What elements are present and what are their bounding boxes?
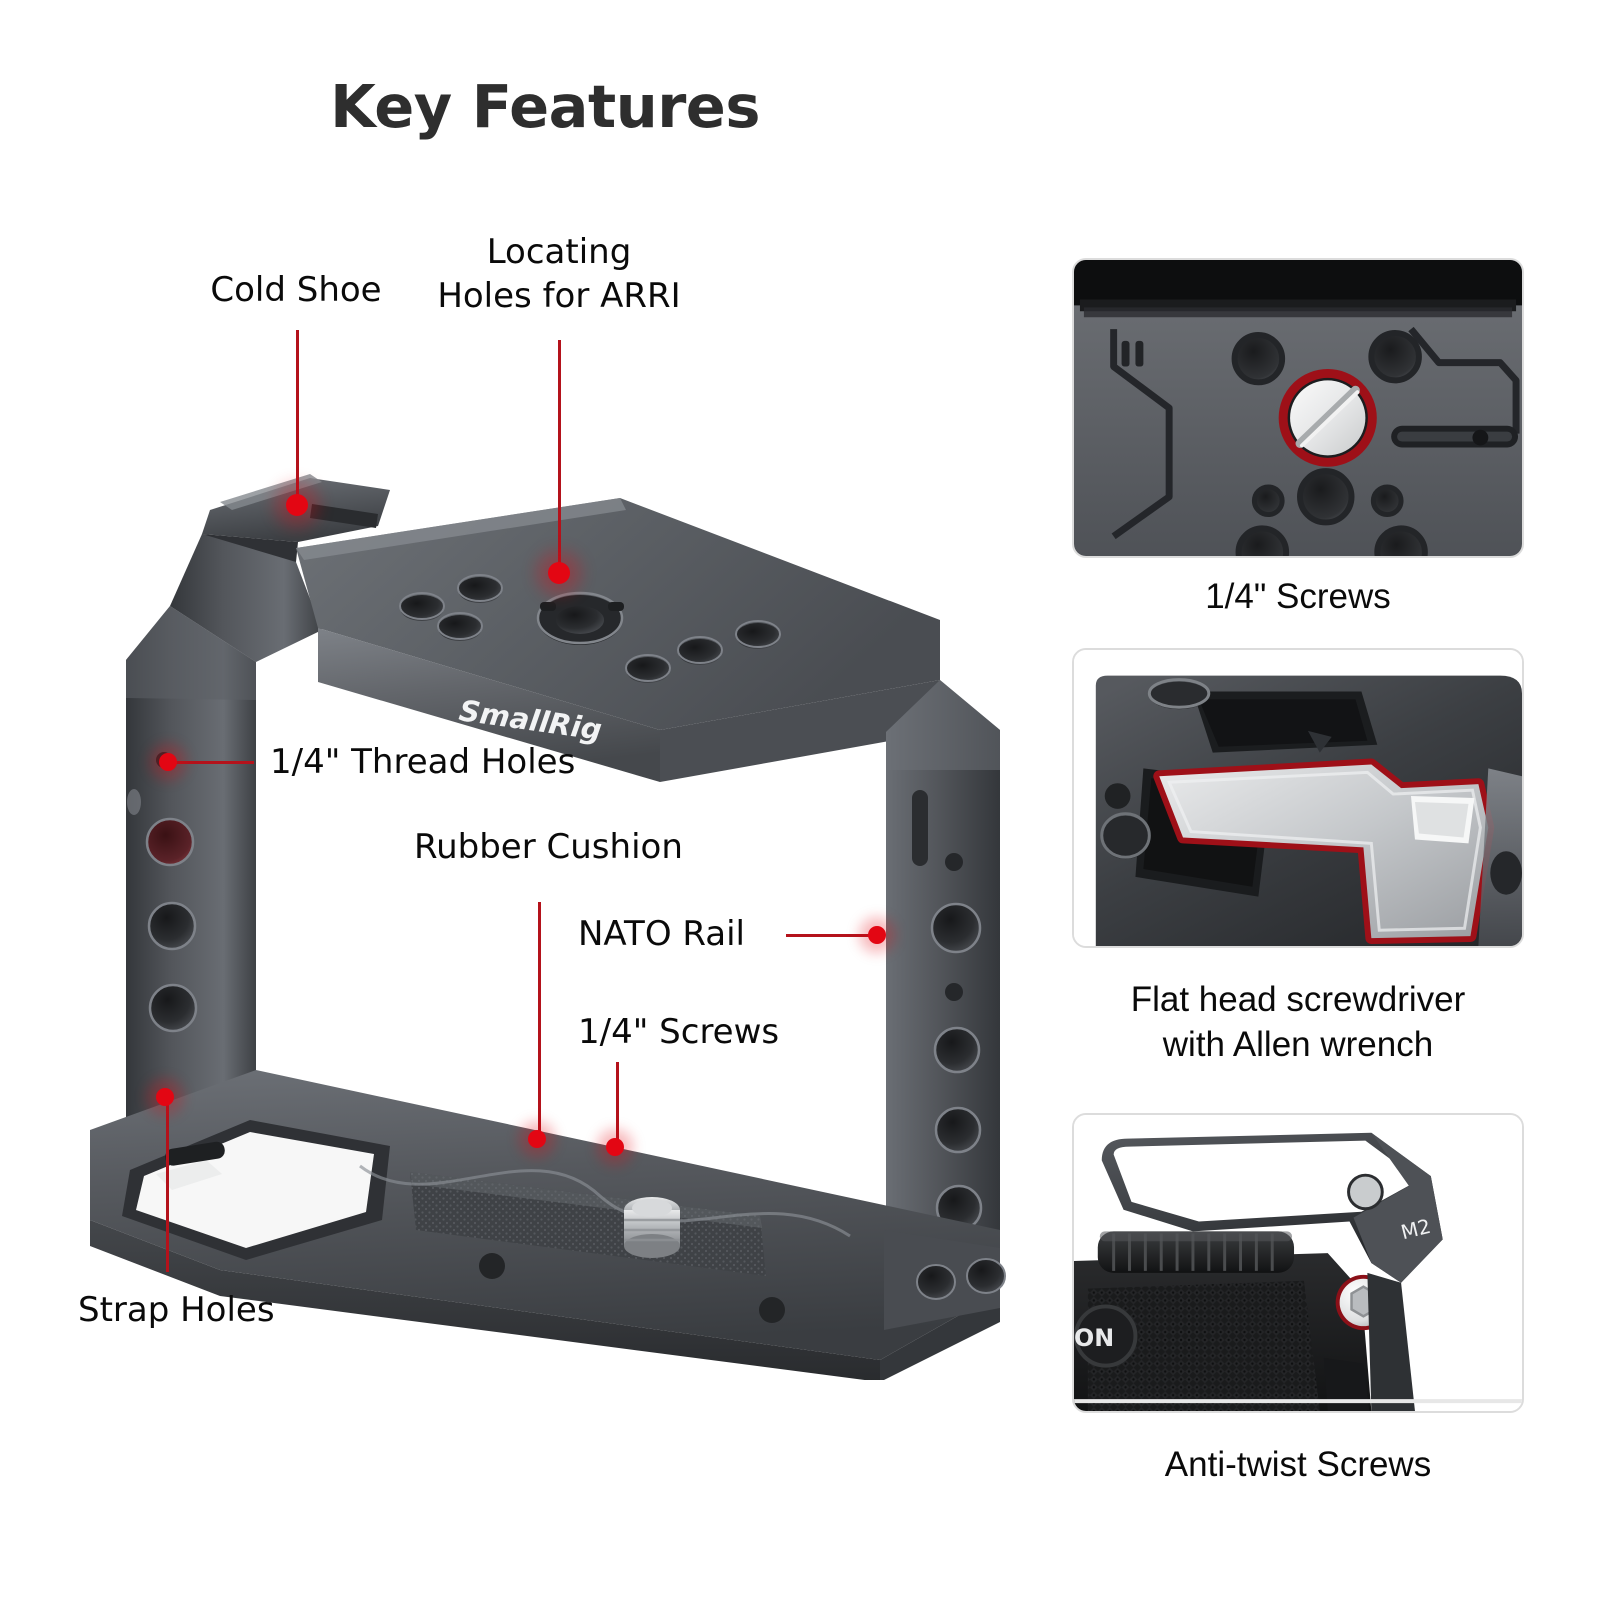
marker-dot-nato-rail — [868, 926, 886, 944]
leader-line-thread-holes — [172, 761, 254, 764]
label-rubber-cushion: Rubber Cushion — [414, 827, 683, 867]
base-plate — [90, 1070, 1006, 1380]
top-plate: SmallRig — [296, 498, 940, 782]
caption-screwdriver: Flat head screwdriver with Allen wrench — [1130, 980, 1466, 1064]
label-nato-rail: NATO Rail — [578, 914, 745, 954]
detail-panel-screwdriver — [1072, 648, 1524, 948]
label-locating-holes: Locating Holes for ARRI — [437, 232, 681, 317]
camera-on-text: ON — [1074, 1324, 1114, 1352]
leader-line-cold-shoe — [296, 330, 299, 500]
detail-panel-anti-twist: M2 ON — [1072, 1113, 1524, 1413]
right-rail — [886, 680, 1000, 1270]
leader-line-strap-holes — [166, 1100, 169, 1272]
detail-panel-quarter-screws — [1072, 258, 1524, 558]
marker-dot-thread-holes — [159, 753, 177, 771]
quarter-screw-post — [624, 1197, 680, 1258]
highlighted-quarter-screw — [1278, 369, 1377, 467]
arri-locating-hole — [536, 591, 624, 645]
marker-dot-quarter-screws — [606, 1138, 624, 1156]
marker-dot-strap-holes — [156, 1088, 174, 1106]
camera-cage-illustration: SmallRig — [60, 430, 1050, 1380]
caption-anti-twist: Anti-twist Screws — [1164, 1445, 1432, 1484]
marker-dot-rubber-cushion — [528, 1130, 546, 1148]
label-strap-holes: Strap Holes — [78, 1290, 275, 1330]
quarter-thread-holes-left — [145, 817, 198, 1033]
label-cold-shoe: Cold Shoe — [210, 270, 382, 310]
left-rail — [126, 606, 256, 1172]
marker-dot-locating-holes — [548, 562, 570, 584]
leader-line-rubber-cushion — [538, 902, 541, 1140]
camera-dial — [1097, 1231, 1295, 1273]
leader-line-quarter-screws — [616, 1062, 619, 1148]
label-quarter-screws: 1/4" Screws — [578, 1012, 780, 1052]
integrated-screwdriver-tool — [1153, 758, 1495, 945]
marker-dot-cold-shoe — [286, 494, 308, 516]
rod-holes-block — [884, 1230, 1006, 1330]
caption-quarter-screws: 1/4" Screws — [1205, 577, 1391, 616]
label-thread-holes: 1/4" Thread Holes — [270, 742, 576, 782]
page-title: Key Features — [330, 72, 760, 141]
leader-line-nato-rail — [786, 934, 878, 937]
leader-line-locating-holes — [558, 340, 561, 572]
